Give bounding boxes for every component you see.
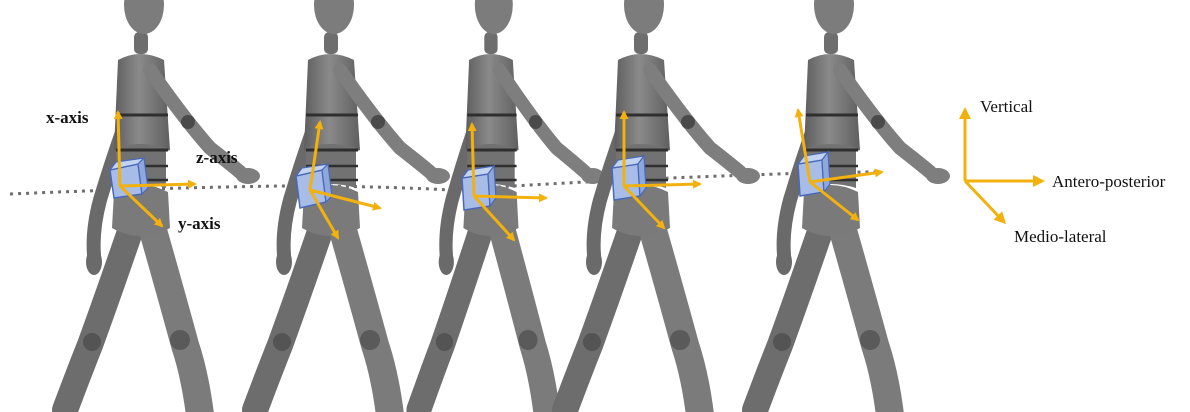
legend-antero-posterior-label: Antero-posterior <box>1052 172 1166 191</box>
y-axis-label: y-axis <box>178 214 221 233</box>
direction-legend: Vertical Antero-posterior Medio-lateral <box>965 97 1166 246</box>
x-axis-label: x-axis <box>46 108 89 127</box>
mannequin-2 <box>251 0 451 412</box>
legend-medio-lateral-label: Medio-lateral <box>1014 227 1107 246</box>
mannequin-5 <box>751 0 951 412</box>
mannequin-4 <box>561 0 761 412</box>
legend-vertical-label: Vertical <box>980 97 1033 116</box>
mannequin-1 <box>61 0 261 412</box>
z-axis-label: z-axis <box>196 148 238 167</box>
